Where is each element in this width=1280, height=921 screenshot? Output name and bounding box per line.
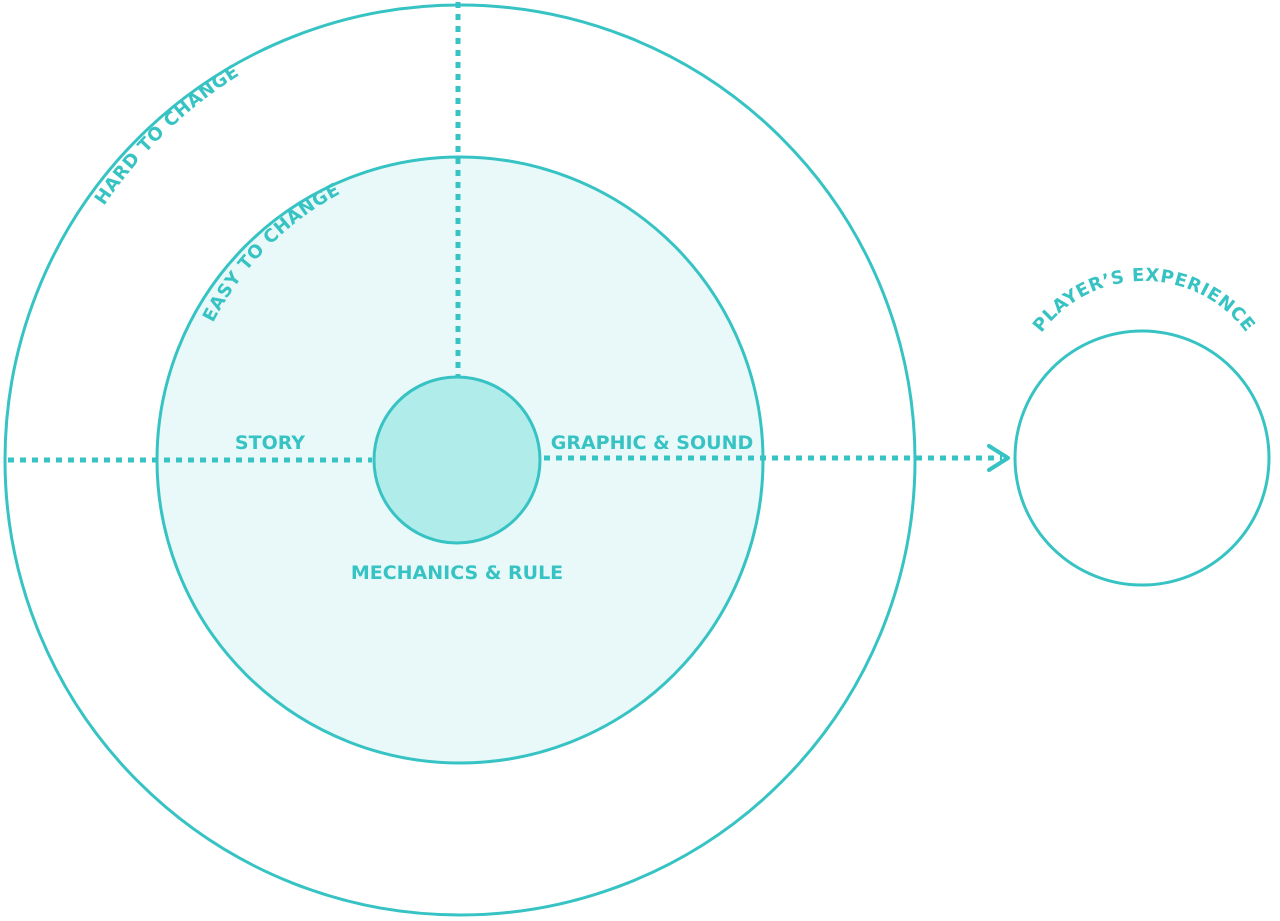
players-experience-circle: [1013, 329, 1271, 587]
label-players-experience: PLAYER’S EXPERIENCE: [1029, 265, 1259, 336]
arrowhead: [987, 444, 1010, 472]
label-story: STORY: [235, 432, 305, 454]
label-mechanics-rule: MECHANICS & RULE: [351, 562, 563, 584]
svg-text:PLAYER’S EXPERIENCE: PLAYER’S EXPERIENCE: [1029, 265, 1259, 336]
core-circle-mechanics: [372, 375, 542, 545]
label-graphic-sound: GRAPHIC & SOUND: [551, 432, 754, 454]
